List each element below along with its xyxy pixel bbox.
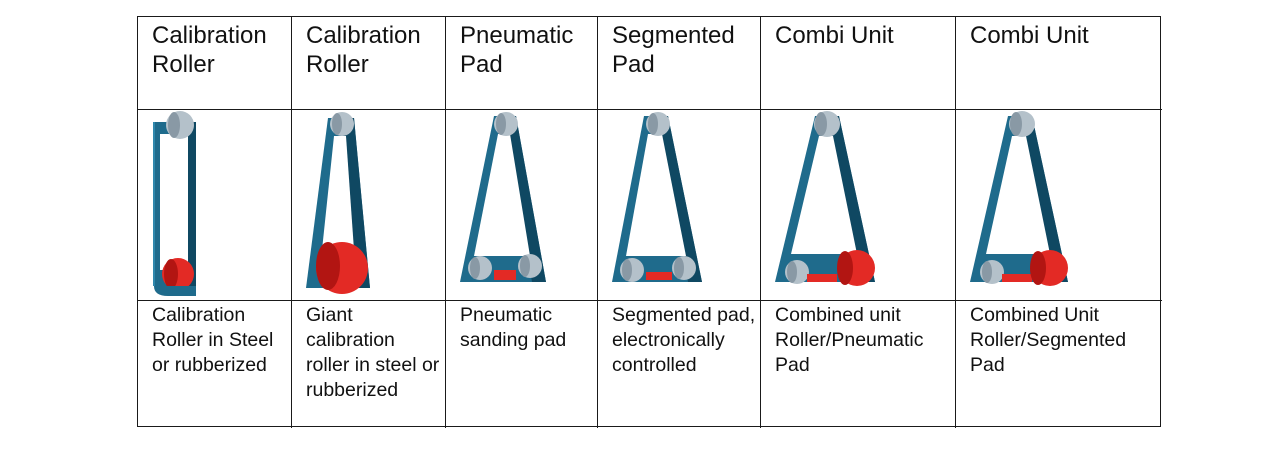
image-cell-giant-calibration-roller — [292, 110, 446, 301]
header-combi-unit-segmented: Combi Unit — [956, 17, 1162, 110]
header-segmented-pad: Segmented Pad — [598, 17, 761, 110]
calibration-roller-belt-diagram — [153, 111, 196, 296]
header-pneumatic-pad: Pneumatic Pad — [446, 17, 598, 110]
desc-pneumatic-pad: Pneumatic sanding pad — [446, 301, 598, 428]
desc-giant-calibration-roller: Giant calibration roller in steel or rub… — [292, 301, 446, 428]
segmented-pad-red — [646, 272, 672, 280]
image-cell-calibration-roller — [138, 110, 292, 301]
sanding-units-table: Calibration Roller Calibration Roller Pn… — [137, 16, 1162, 428]
image-cell-pneumatic-pad — [446, 110, 598, 301]
desc-segmented-pad: Segmented pad, electronically controlled — [598, 301, 761, 428]
image-cell-combi-unit-segmented — [956, 110, 1162, 301]
combi-unit-pneumatic-belt-diagram — [775, 111, 875, 286]
pneumatic-pad-red — [807, 274, 837, 282]
giant-calibration-roller-belt-diagram — [306, 112, 370, 294]
desc-combi-unit-pneumatic: Combined unit Roller/Pneumatic Pad — [761, 301, 956, 428]
desc-combi-unit-segmented: Combined Unit Roller/Segmented Pad — [970, 304, 1127, 376]
segmented-pad-belt-diagram — [612, 112, 702, 282]
header-giant-calibration-roller: Calibration Roller — [292, 17, 446, 110]
pneumatic-pad-belt-diagram — [460, 112, 546, 282]
image-cell-combi-unit-pneumatic — [761, 110, 956, 301]
header-calibration-roller: Calibration Roller — [138, 17, 292, 110]
desc-calibration-roller: Calibration Roller in Steel or rubberize… — [138, 301, 292, 428]
segmented-pad-red — [1002, 274, 1032, 282]
image-cell-segmented-pad — [598, 110, 761, 301]
combi-unit-segmented-belt-diagram — [970, 111, 1068, 286]
header-combi-unit-pneumatic: Combi Unit — [761, 17, 956, 110]
pneumatic-pad-red — [494, 270, 516, 280]
